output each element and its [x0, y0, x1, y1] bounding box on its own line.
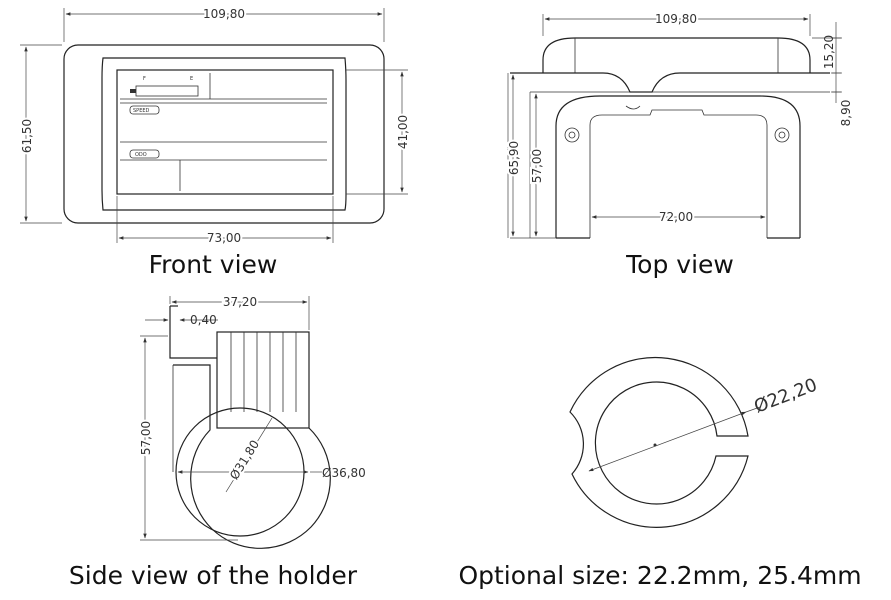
- front-inner-width-dim: 73,00: [207, 231, 241, 245]
- fuel-label-f: F: [143, 76, 146, 82]
- screw-icon: [564, 127, 580, 143]
- speed-label: SPEED: [133, 108, 150, 114]
- speed-badge: [129, 105, 160, 115]
- front-outer-body: [63, 44, 385, 224]
- screw-icon: [774, 127, 790, 143]
- dim-line: [225, 417, 273, 493]
- lcd-frame: [116, 69, 334, 195]
- side-ribbed-block: [216, 331, 310, 429]
- optional-clamp-ring: [569, 356, 749, 528]
- fuel-gauge: [135, 85, 199, 97]
- odo-badge: [129, 149, 160, 159]
- front-view: F E SPEED ODO 109,80 61,50 41,00 73,00 F…: [18, 5, 412, 279]
- side-height-dim: 57,00: [139, 421, 153, 455]
- side-width-dim: 37,20: [223, 295, 257, 309]
- side-view-caption: Side view of the holder: [69, 561, 358, 590]
- top-housing: [542, 37, 811, 73]
- top-width-dim: 109,80: [655, 12, 697, 26]
- top-clamp-outer: [555, 95, 801, 238]
- side-tab: [169, 306, 217, 359]
- side-clamp-outer: [173, 364, 332, 550]
- fuel-label-e: E: [190, 76, 193, 82]
- top-notch: [625, 105, 641, 110]
- dim-line: [588, 411, 747, 472]
- side-outer-diameter-dim: Ø36,80: [322, 466, 366, 480]
- top-view-caption: Top view: [625, 250, 734, 279]
- front-inner-height-dim: 41,00: [396, 115, 410, 149]
- top-total-height-dim: 65,90: [507, 141, 521, 175]
- screw-icon: [778, 131, 786, 139]
- fuel-gauge-tip: [130, 89, 136, 93]
- side-view: 37,20 0,40 57,00 Ø31,80 Ø36,80 Side view…: [69, 293, 366, 590]
- dim-line: [745, 406, 761, 413]
- side-inner-diameter-dim: Ø31,80: [227, 438, 262, 483]
- odo-label: ODO: [135, 152, 147, 158]
- front-height-dim: 61,50: [20, 119, 34, 153]
- top-spacing-dim: 72,00: [659, 210, 693, 224]
- top-mount-plate: [510, 72, 830, 93]
- top-inner-height-dim: 57,00: [530, 149, 544, 183]
- top-gap-dim: 8,90: [839, 100, 853, 127]
- front-face: [101, 57, 347, 211]
- optional-diameter-dim: Ø22,20: [751, 375, 820, 418]
- side-offset-dim: 0,40: [190, 313, 217, 327]
- top-top-dim: 15,20: [822, 35, 836, 69]
- optional-view: Ø22,20 Optional size: 22.2mm, 25.4mm: [458, 356, 862, 590]
- front-width-dim: 109,80: [203, 7, 245, 21]
- front-view-caption: Front view: [149, 250, 278, 279]
- optional-view-caption: Optional size: 22.2mm, 25.4mm: [458, 561, 861, 590]
- top-view: 109,80 15,20 8,90 65,90 57,00 72,00 Top …: [505, 10, 853, 279]
- top-clamp-inner: [589, 109, 768, 238]
- screw-icon: [568, 131, 576, 139]
